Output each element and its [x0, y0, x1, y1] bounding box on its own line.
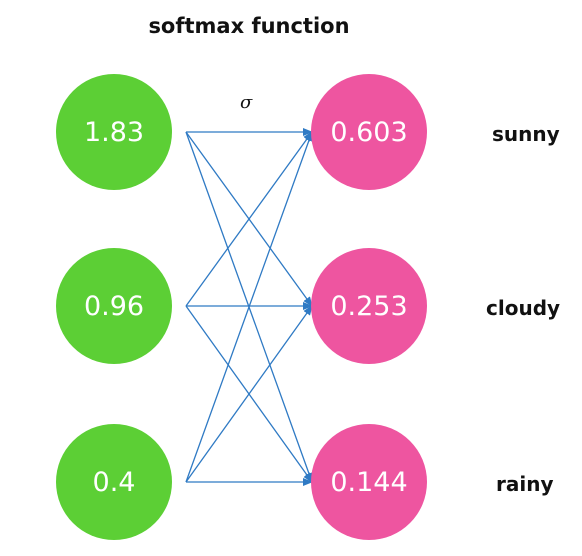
class-label-rainy: rainy: [496, 472, 554, 496]
output-node-3: 0.144: [311, 424, 427, 540]
edge-2-to-1: [185, 131, 313, 307]
class-label-sunny: sunny: [492, 122, 560, 146]
input-node-2: 0.96: [56, 248, 172, 364]
diagram-title: softmax function: [148, 14, 350, 38]
edge-3-to-2: [185, 305, 313, 483]
class-label-cloudy: cloudy: [486, 296, 561, 320]
sigma-label: σ: [240, 92, 253, 113]
input-node-1: 1.83: [56, 74, 172, 190]
output-node-2: 0.253: [311, 248, 427, 364]
edge-3-to-1: [185, 131, 313, 483]
output-node-1: 0.603: [311, 74, 427, 190]
input-node-3: 0.4: [56, 424, 172, 540]
